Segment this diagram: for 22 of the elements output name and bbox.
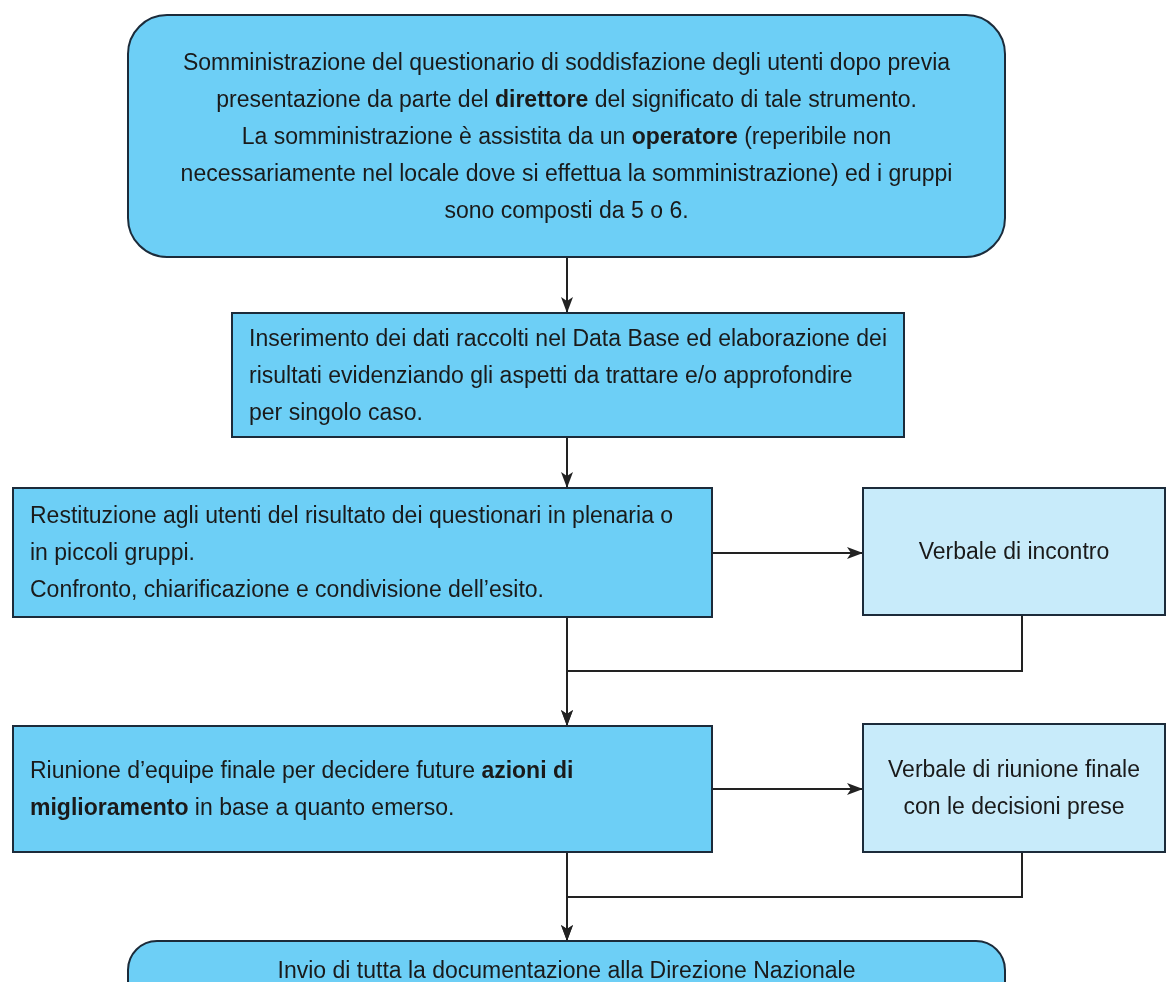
- document-box: [862, 487, 1166, 616]
- rounded-process-box: [127, 14, 1006, 258]
- arrow: [561, 615, 1023, 726]
- node-text: Verbale di incontro: [918, 537, 1110, 566]
- process-box: [12, 725, 713, 853]
- arrow: [712, 783, 863, 795]
- node-text: La somministrazione è assistita da un operatore (reperibile non necessariamente nel locale dove si effettua la somministrazione) ed i gruppi sono composti da 5 o 6.: [179, 121, 954, 225]
- node-text: Verbale di riunione finale con le decisioni prese: [887, 755, 1141, 821]
- process-box: [231, 312, 905, 438]
- arrow: [712, 547, 863, 559]
- node-text: Somministrazione del questionario di soddisfazione degli utenti dopo previa presentazione da parte del direttore del significato di tale strumento.: [181, 47, 952, 114]
- node-text: Riunione d’equipe finale per decidere future azioni di miglioramento in base a quanto emerso.: [30, 756, 575, 822]
- node-text: Restituzione agli utenti del risultato dei questionari in plenaria o in piccoli gruppi.: [30, 501, 675, 567]
- node-text: Invio di tutta la documentazione alla Direzione Nazionale: [277, 956, 856, 982]
- process-box: [12, 487, 713, 618]
- arrow: [561, 257, 573, 313]
- node-text: Confronto, chiarificazione e condivisione dell’esito.: [30, 575, 544, 604]
- rounded-end-box: [127, 940, 1006, 982]
- node-text: Inserimento dei dati raccolti nel Data Base ed elaborazione dei risultati evidenziando gli aspetti da trattare e/o approfondire per singolo caso.: [249, 323, 887, 427]
- arrow: [561, 437, 573, 488]
- document-box: [862, 723, 1166, 853]
- arrow: [561, 852, 1023, 941]
